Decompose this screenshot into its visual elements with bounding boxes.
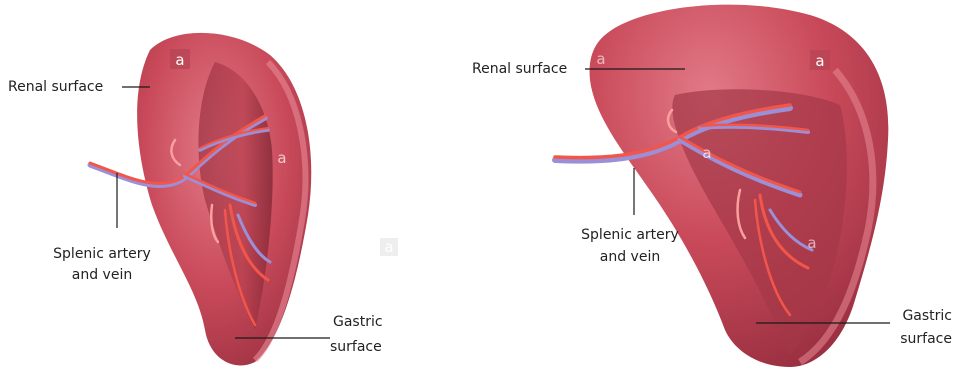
right-watermark-mark-4: a bbox=[807, 234, 816, 252]
right-vessel-label-line2: and vein bbox=[600, 249, 660, 265]
right-watermark-mark-1: a bbox=[815, 52, 824, 70]
right-watermark-mark-2: a bbox=[596, 50, 605, 68]
right-watermark-mark-3: a bbox=[702, 144, 711, 162]
right-renal-surface-label: Renal surface bbox=[472, 61, 567, 77]
right-gastric-label-line1: Gastric bbox=[902, 308, 952, 324]
left-vessel-label-line2: and vein bbox=[72, 267, 132, 283]
left-watermark-mark-1: a bbox=[175, 51, 184, 69]
left-gastric-label-line1: Gastric bbox=[333, 314, 383, 330]
left-vessel-label-line1: Splenic artery bbox=[53, 246, 151, 262]
left-renal-surface-label: Renal surface bbox=[8, 79, 103, 95]
left-spleen: a a bbox=[90, 33, 311, 366]
left-watermark-mark-2: a bbox=[277, 149, 286, 167]
right-spleen: a a a a bbox=[555, 5, 888, 367]
right-gastric-label-line2: surface bbox=[900, 331, 952, 347]
left-gastric-label-line2: surface bbox=[330, 339, 382, 355]
center-watermark-mark: a bbox=[384, 238, 393, 256]
right-vessel-label-line1: Splenic artery bbox=[581, 227, 679, 243]
